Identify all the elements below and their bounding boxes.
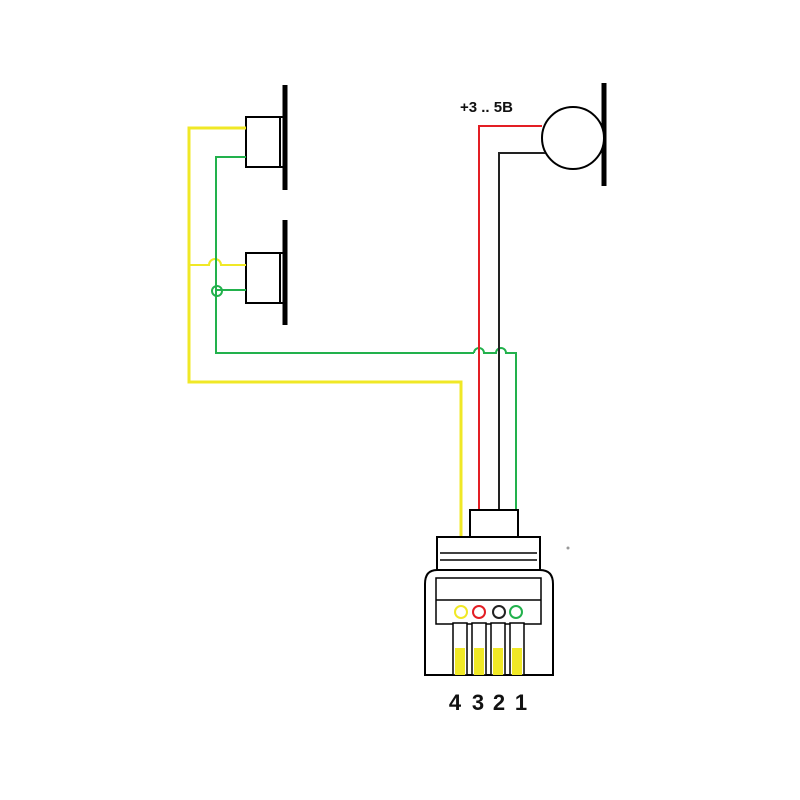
rj-connector: [424, 509, 554, 676]
terminal-4: [454, 605, 468, 619]
upper-speaker-body: [245, 116, 281, 168]
supply-voltage-label: +3 .. 5В: [460, 99, 513, 116]
contact-1-pad: [512, 648, 522, 675]
pin-number-2: 2: [493, 690, 505, 715]
lower-speaker-body: [245, 252, 281, 304]
green-junction: [211, 285, 223, 297]
green-wire-main: [215, 156, 474, 354]
contact-2-pad: [493, 648, 503, 675]
stray-dot: [566, 546, 570, 550]
microphone: [541, 83, 607, 186]
connector-contacts: [452, 622, 525, 676]
contact-4-pad: [455, 648, 465, 675]
red-wire: [478, 125, 542, 608]
upper-speaker: [245, 85, 288, 190]
lower-speaker: [245, 220, 288, 325]
yellow-wire: [187, 126, 463, 608]
wire-terminals: [454, 605, 523, 619]
pin-number-3: 3: [472, 690, 484, 715]
terminal-1: [509, 605, 523, 619]
pin-number-4: 4: [449, 690, 462, 715]
yellow-wire-crossover: [189, 258, 246, 266]
pin-number-1: 1: [515, 690, 527, 715]
connector-inner-frame: [435, 577, 542, 625]
black-wire: [498, 152, 545, 608]
terminal-3: [472, 605, 486, 619]
microphone-capsule: [541, 106, 605, 170]
green-wire-hop-red: [473, 347, 517, 608]
connector-latch: [469, 509, 519, 539]
terminal-2: [492, 605, 506, 619]
contact-3-pad: [474, 648, 484, 675]
